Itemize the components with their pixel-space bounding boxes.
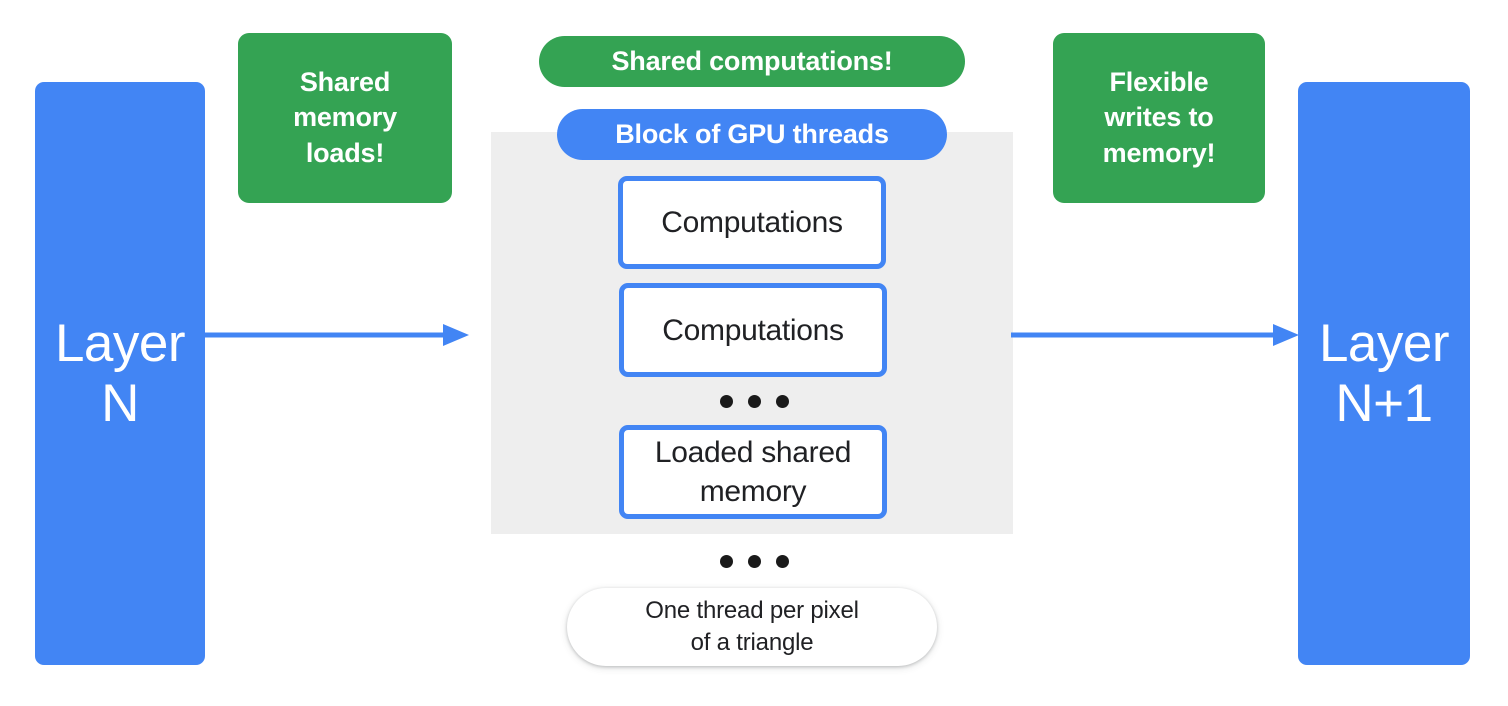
thread-box-label: Computations: [662, 313, 844, 347]
thread-box: Loaded shared memory: [619, 425, 887, 519]
thread-box-label: Computations: [661, 206, 843, 239]
pill-shared-computations-label: Shared computations!: [611, 46, 893, 76]
dot: [720, 555, 733, 568]
dot: [776, 555, 789, 568]
pill-block-of-gpu-threads: Block of GPU threads: [557, 109, 947, 160]
callout-shared-memory-loads: Shared memory loads!: [238, 33, 452, 203]
thread-box: Computations: [618, 176, 886, 269]
dot: [748, 555, 761, 568]
pill-one-thread-per-pixel: One thread per pixel of a triangle: [567, 588, 937, 666]
callout-shared-memory-loads-label: Shared memory loads!: [293, 66, 397, 168]
pill-block-of-gpu-threads-label: Block of GPU threads: [615, 119, 889, 149]
dot: [720, 395, 733, 408]
dot: [776, 395, 789, 408]
inner-ellipsis-icon: [720, 395, 789, 408]
layer-n-label: Layer N: [54, 314, 186, 433]
thread-box-label: Loaded shared memory: [654, 436, 852, 508]
dot: [748, 395, 761, 408]
pill-one-thread-per-pixel-label: One thread per pixel of a triangle: [645, 597, 859, 656]
layer-n-block: Layer N: [35, 82, 205, 665]
callout-flexible-writes-label: Flexible writes to memory!: [1102, 66, 1216, 168]
arrow-right-icon: [205, 324, 469, 346]
arrow-right-icon: [1011, 324, 1299, 346]
thread-box: Computations: [619, 283, 887, 377]
layer-n-plus-1-block: Layer N+1: [1298, 82, 1470, 665]
pill-shared-computations: Shared computations!: [539, 36, 965, 87]
arrow-block-to-layer-n1: [1011, 322, 1299, 348]
outer-ellipsis-icon: [720, 555, 789, 568]
layer-n-plus-1-label: Layer N+1: [1318, 314, 1450, 433]
arrow-layer-n-to-block: [205, 322, 469, 348]
callout-flexible-writes: Flexible writes to memory!: [1053, 33, 1265, 203]
